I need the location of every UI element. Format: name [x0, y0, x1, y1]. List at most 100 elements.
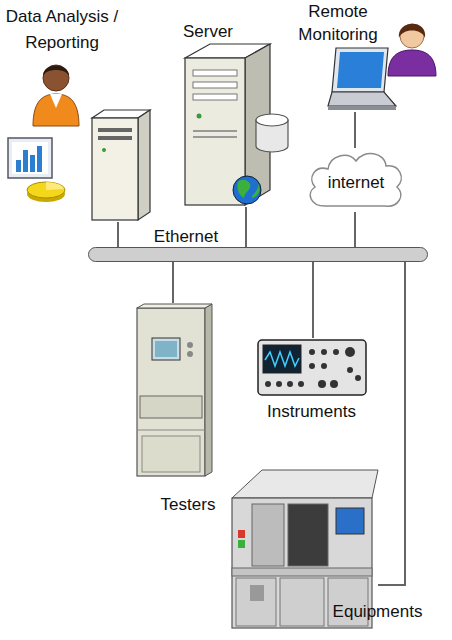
art-shape	[193, 70, 237, 76]
art-shape	[345, 347, 355, 357]
art-shape	[43, 65, 69, 91]
art-shape	[37, 146, 42, 172]
art-shape	[16, 160, 21, 172]
device-label: Remote Monitoring	[290, 0, 386, 46]
art-shape	[256, 114, 288, 126]
chart-monitor	[8, 138, 65, 202]
art-shape	[137, 304, 212, 308]
globe-symbol	[233, 176, 261, 204]
art-shape	[98, 128, 132, 132]
device-label: Instruments	[255, 401, 368, 423]
analyst-person	[33, 65, 79, 126]
art-shape	[252, 184, 260, 198]
art-shape	[336, 508, 364, 534]
art-shape	[205, 304, 212, 476]
network-wire	[245, 207, 247, 247]
art-shape	[193, 130, 237, 132]
device-group: Remote Monitoring	[290, 0, 448, 112]
network-wire	[312, 262, 314, 338]
art-shape	[33, 94, 79, 126]
art-shape	[140, 396, 202, 418]
cloud-label: internet	[305, 172, 407, 194]
art-shape	[265, 381, 271, 387]
art-shape	[355, 375, 361, 381]
art-shape	[197, 114, 202, 119]
art-shape	[238, 530, 245, 538]
art-shape	[137, 308, 205, 476]
art-shape	[98, 136, 132, 140]
disk-symbol	[256, 114, 288, 152]
art-shape	[298, 381, 304, 387]
device-group: Equipments	[228, 468, 378, 632]
art-shape	[333, 349, 339, 355]
art-shape	[27, 182, 65, 198]
art-shape	[337, 52, 384, 88]
art-shape	[252, 504, 284, 566]
art-shape	[237, 180, 250, 198]
art-shape	[321, 349, 327, 355]
bus-label: Ethernet	[141, 226, 231, 248]
art-shape	[258, 340, 366, 395]
tester-cabinet	[137, 304, 212, 476]
art-shape	[50, 94, 62, 108]
art-shape	[276, 381, 282, 387]
device-group: Server	[175, 15, 295, 207]
art-shape	[388, 50, 436, 76]
device-label: Testers	[150, 494, 226, 516]
art-shape	[142, 436, 200, 472]
cloud-shape: internet	[305, 148, 407, 212]
art-shape	[238, 540, 245, 548]
art-shape	[193, 94, 237, 100]
art-shape	[8, 138, 52, 178]
device-group: Testers	[132, 303, 218, 489]
art-shape	[138, 110, 150, 220]
art-shape	[330, 380, 338, 388]
analysis-server	[92, 110, 150, 220]
device-label: Data Analysis / Reporting	[2, 4, 122, 56]
art-shape	[321, 363, 327, 369]
device-label: Equipments	[320, 601, 435, 623]
art-shape	[152, 338, 180, 360]
network-wire	[117, 222, 119, 247]
device-group: Instruments	[255, 338, 368, 398]
art-shape	[46, 182, 64, 190]
art-shape	[137, 430, 205, 431]
device-group: Data Analysis / Reporting	[2, 2, 155, 222]
art-shape	[23, 150, 28, 172]
art-shape	[280, 578, 324, 626]
art-shape	[318, 380, 326, 388]
art-shape	[399, 24, 425, 38]
ethernet-bus: Ethernet	[88, 247, 428, 262]
remote-person	[388, 24, 436, 76]
art-shape	[236, 578, 276, 626]
art-shape	[250, 585, 264, 601]
art-shape	[265, 352, 299, 366]
art-shape	[288, 504, 328, 566]
art-shape	[193, 82, 237, 88]
art-shape	[332, 48, 388, 92]
network-wire	[354, 112, 356, 148]
oscilloscope	[258, 340, 366, 395]
art-shape	[102, 148, 106, 152]
network-wire	[378, 262, 405, 585]
device-label: Server	[176, 21, 240, 43]
art-shape	[263, 345, 301, 373]
art-shape	[309, 349, 315, 355]
art-shape	[30, 155, 35, 172]
art-shape	[187, 342, 193, 348]
art-shape	[328, 92, 396, 106]
art-shape	[12, 142, 48, 174]
art-shape	[233, 176, 261, 204]
art-shape	[187, 351, 193, 357]
art-shape	[287, 381, 293, 387]
network-wire	[354, 212, 356, 247]
art-shape	[309, 363, 315, 369]
art-shape	[43, 66, 69, 77]
laptop	[328, 48, 396, 110]
art-shape	[193, 136, 237, 138]
art-shape	[328, 106, 396, 110]
art-shape	[347, 367, 353, 373]
